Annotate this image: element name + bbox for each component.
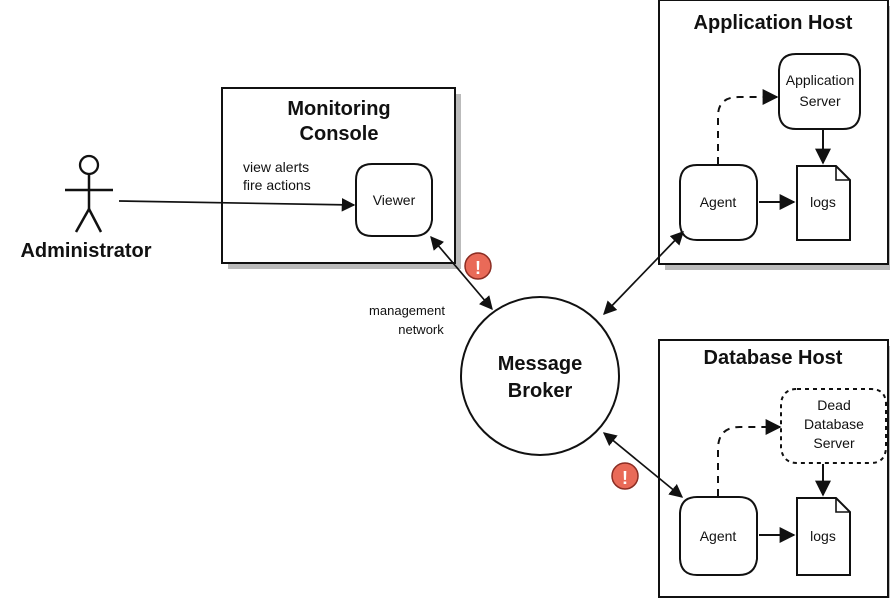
database-host-title: Database Host bbox=[704, 347, 843, 369]
application-server-node[interactable] bbox=[778, 53, 861, 130]
dead-database-server-line2: Database bbox=[804, 416, 864, 432]
fire-actions-label: fire actions bbox=[243, 177, 311, 193]
application-agent-broker-connection bbox=[603, 231, 684, 315]
database-logs-label: logs bbox=[810, 528, 836, 544]
dead-database-server-line1: Dead bbox=[817, 397, 850, 413]
application-agent-node[interactable] bbox=[679, 164, 758, 241]
database-link-alert-icon: ! bbox=[611, 462, 639, 490]
viewer-broker-connection bbox=[430, 235, 493, 311]
application-agent-label: Agent bbox=[700, 194, 737, 210]
view-alerts-label: view alerts bbox=[243, 159, 309, 175]
message-broker-line1: Message bbox=[498, 353, 583, 375]
message-broker-line2: Broker bbox=[508, 380, 573, 402]
viewer-label: Viewer bbox=[373, 192, 416, 208]
database-agent-broker-connection bbox=[602, 432, 684, 498]
application-logs-file bbox=[796, 165, 851, 241]
monitoring-console-title-line2: Console bbox=[300, 123, 379, 145]
administrator-actor bbox=[65, 154, 113, 233]
database-link-alert-symbol: ! bbox=[622, 468, 628, 488]
administrator-right-leg-icon bbox=[87, 208, 103, 233]
database-logs-file bbox=[796, 497, 851, 576]
dead-database-server-node[interactable] bbox=[780, 388, 887, 464]
application-server-line2: Server bbox=[799, 93, 841, 109]
message-broker-node[interactable] bbox=[460, 296, 620, 456]
application-host-title: Application Host bbox=[694, 12, 853, 34]
management-network-line2: network bbox=[398, 322, 444, 337]
viewer-node[interactable] bbox=[355, 163, 433, 237]
database-agent-label: Agent bbox=[700, 528, 737, 544]
application-agent-server-dashed-arrow bbox=[717, 89, 779, 164]
administrator-left-leg-icon bbox=[74, 208, 91, 233]
application-server-line1: Application bbox=[786, 72, 855, 88]
administrator-label: Administrator bbox=[20, 240, 151, 262]
management-network-line1: management bbox=[369, 303, 445, 318]
monitoring-console-title-line1: Monitoring bbox=[287, 98, 390, 120]
dead-database-server-line3: Server bbox=[813, 435, 855, 451]
database-agent-node[interactable] bbox=[679, 496, 758, 576]
application-logs-label: logs bbox=[810, 194, 836, 210]
application-logs-fold bbox=[835, 166, 850, 181]
database-agent-server-dashed-arrow bbox=[717, 419, 782, 496]
viewer-link-alert-icon: ! bbox=[464, 252, 492, 280]
database-logs-fold bbox=[835, 498, 850, 513]
administrator-to-viewer-arrow bbox=[118, 197, 356, 212]
viewer-link-alert-symbol: ! bbox=[475, 258, 481, 278]
administrator-head-icon bbox=[78, 154, 100, 176]
